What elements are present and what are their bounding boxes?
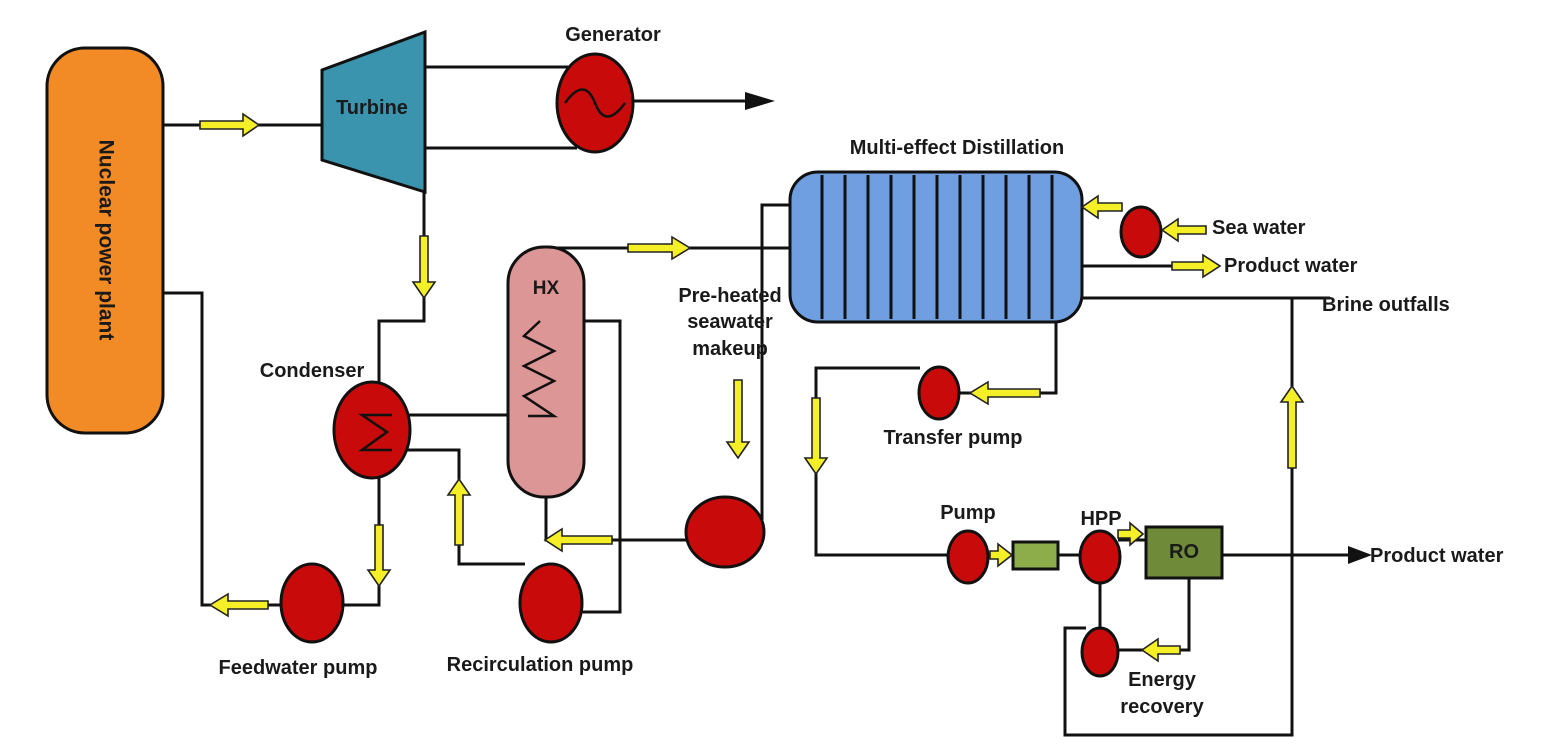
flow-arrow-condenser-recirc (446, 477, 472, 546)
pipe-condenser-feedwater (343, 478, 381, 607)
feedwater-pump-label: Feedwater pump (219, 657, 378, 679)
pipe-energy-brine (1063, 298, 1294, 737)
generator-output-arrowhead (745, 92, 775, 110)
pipe-feedwater-plant (163, 291, 280, 607)
flow-arrow-brine-up (1279, 384, 1305, 469)
nuclear-plant-label: Nuclear power plant (94, 140, 117, 341)
energy-recovery-label-line1: Energy (1128, 669, 1197, 691)
flow-arrow-hpp-ro (1117, 521, 1145, 547)
pump-label: Pump (940, 502, 996, 524)
flow-arrow-sea-water-mef (1080, 194, 1123, 220)
preheat-pump (684, 495, 766, 569)
flow-arrow-hx-mef (627, 235, 692, 261)
brine-outfalls-label: Brine outfalls (1322, 294, 1450, 316)
preheated-label-line3: makeup (692, 338, 768, 360)
generator-sine-icon (563, 88, 627, 118)
product-water-top-label: Product water (1224, 255, 1358, 277)
preheated-label-line2: seawater (687, 311, 773, 333)
flow-arrows (199, 112, 1305, 663)
flow-arrow-mef-product (1171, 253, 1222, 279)
flow-arrow-preheated-makeup (725, 379, 751, 460)
nuclear-plant-block (45, 46, 165, 435)
ro-unit (1144, 525, 1224, 580)
product-water-bottom-label: Product water (1370, 545, 1504, 567)
transfer-pump (917, 365, 961, 421)
flow-arrow-ro-energy (1140, 637, 1181, 663)
recirculation-pump-label: Recirculation pump (447, 654, 634, 676)
pretreatment-filter (1011, 540, 1060, 571)
sea-water-label: Sea water (1212, 217, 1306, 239)
condenser-coil-icon (357, 413, 392, 452)
feedwater-pump (279, 562, 345, 644)
condenser-label: Condenser (260, 360, 365, 382)
transfer-pump-label: Transfer pump (884, 427, 1023, 449)
recirculation-pump (518, 562, 584, 644)
pipe-ro-energy (1118, 578, 1191, 652)
ro-label: RO (1169, 541, 1199, 563)
pipe-preheat-pump-hx (544, 497, 688, 542)
energy-recovery-device (1080, 626, 1120, 678)
flow-arrow-plant-turbine (199, 112, 261, 138)
flow-arrow-mef-transfer (968, 380, 1041, 406)
med-label: Multi-effect Distillation (850, 137, 1064, 159)
hpp-label: HPP (1080, 508, 1121, 530)
turbine-label: Turbine (336, 97, 408, 119)
flow-arrow-feedwater-return (208, 592, 269, 618)
hx-coil-icon (521, 320, 559, 418)
flow-arrow-sea-water-in (1160, 217, 1207, 243)
hx-vessel (506, 245, 586, 499)
turbine-shape (320, 29, 427, 195)
seawater-pump (1119, 205, 1163, 259)
preheated-label-line1: Pre-heated (678, 285, 781, 307)
hx-label: HX (533, 278, 560, 299)
med-effect-plates (820, 175, 1054, 319)
condenser-circle (332, 380, 412, 480)
flow-arrow-condenser-feedwater (366, 524, 392, 588)
energy-recovery-label-line2: recovery (1120, 696, 1204, 718)
flow-arrow-turbine-condenser (411, 235, 437, 300)
flow-arrow-pump-filter (989, 542, 1014, 568)
flow-arrow-preheat-hx (543, 527, 613, 553)
generator-label: Generator (565, 24, 661, 46)
hpp-pump (1078, 529, 1122, 585)
ro-feed-pump (946, 529, 990, 585)
flow-arrow-transfer-ro (803, 397, 829, 476)
product-water-arrowhead (1348, 546, 1372, 564)
